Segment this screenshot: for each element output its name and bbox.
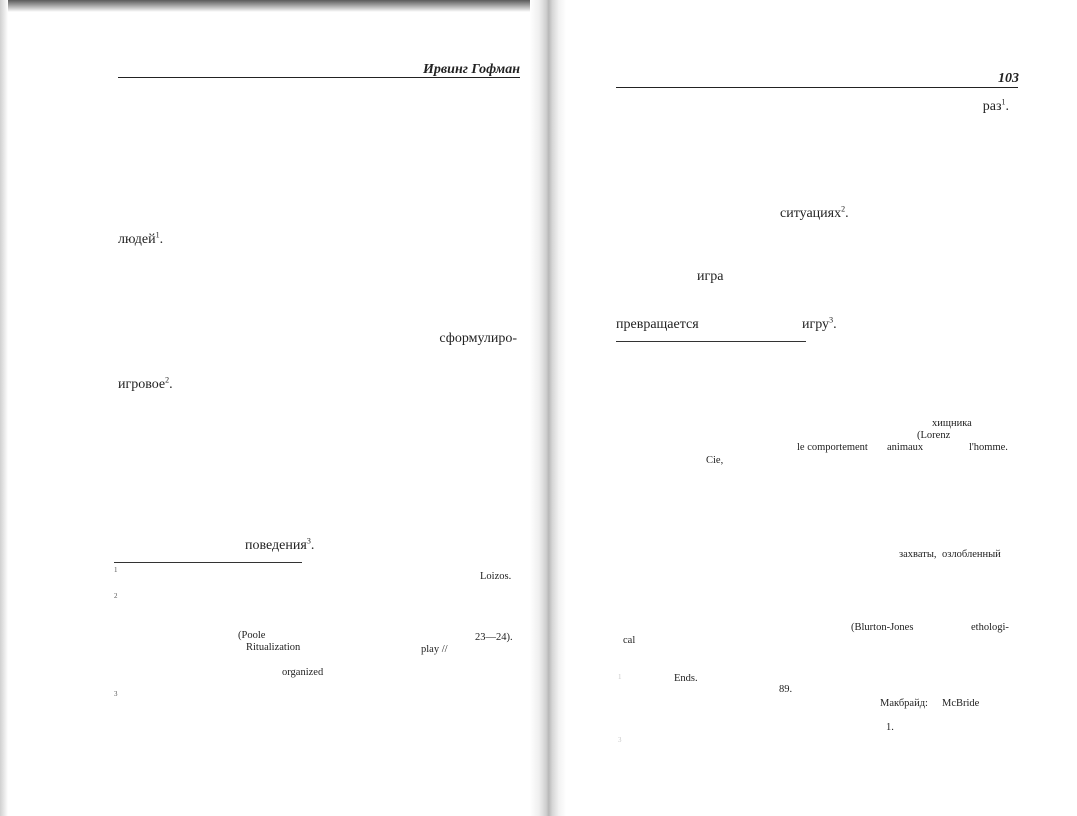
footnote-ends: Ends. [674,673,698,684]
footnote-mark-3-right: 3 [618,736,622,744]
footnote-rule [114,562,302,563]
word-povedeniya: поведения3. [245,536,315,553]
page-number: 103 [998,71,1019,86]
footnote-ozloblennyy: озлобленный [942,549,1001,560]
word-igru: игру3. [802,315,837,332]
word-situatsiyakh: ситуациях2. [780,204,849,221]
footnote-p89: 89. [779,684,793,695]
footnote-mark-3: 3 [114,690,118,698]
running-header: Ирвинг Гофман [423,62,520,77]
footnote-cie: Cie, [706,455,724,466]
right-page: 103 раз1. ситуациях2. игра превращается … [566,0,1077,816]
scan-shadow-top [0,0,540,12]
left-page: Ирвинг Гофман людей1. сформулиро- игрово… [114,62,520,698]
footnote-animaux: animaux [887,442,924,453]
header-rule-right [616,87,1018,88]
footnote-poole: (Poole [238,630,266,641]
word-igrovoe: игровое2. [118,375,173,392]
footnote-pages: 23—24). [475,632,513,643]
footnote-makbrayd: Макбрайд: [880,698,928,709]
book-gutter [530,0,566,816]
footnote-zakhvaty: захваты, [899,549,937,560]
footnote-ritualization: Ritualization [246,642,301,653]
word-sformuliro: сформулиро- [439,331,517,346]
scan-shadow-left [0,0,8,816]
footnote-organized: organized [282,667,324,678]
footnote-rule-right [616,341,806,342]
header-rule [118,77,520,78]
footnote-lhomme: l'homme. [969,442,1008,453]
footnote-blurton: (Blurton-Jones [851,622,914,633]
word-raz: раз1. [982,97,1009,114]
footnote-mark-2: 2 [114,592,118,600]
footnote-mcbride: McBride [942,698,980,709]
footnote-lorenz: (Lorenz [917,430,951,441]
footnote-ethologi: ethologi- [971,622,1009,633]
footnote-mark-1-right: 1 [618,673,622,681]
footnote-le-comportement: le comportement [797,442,868,453]
word-prevrashchaetsya: превращается [616,317,699,332]
footnote-loizos: Loizos. [480,571,512,582]
footnote-khishchnika: хищника [932,418,972,429]
word-igra: игра [697,269,724,284]
footnote-cal: cal [623,635,636,646]
footnote-mark-1: 1 [114,566,118,574]
footnote-one: 1. [886,722,894,733]
word-lyudey: людей1. [118,230,164,247]
footnote-play: play // [421,644,448,655]
